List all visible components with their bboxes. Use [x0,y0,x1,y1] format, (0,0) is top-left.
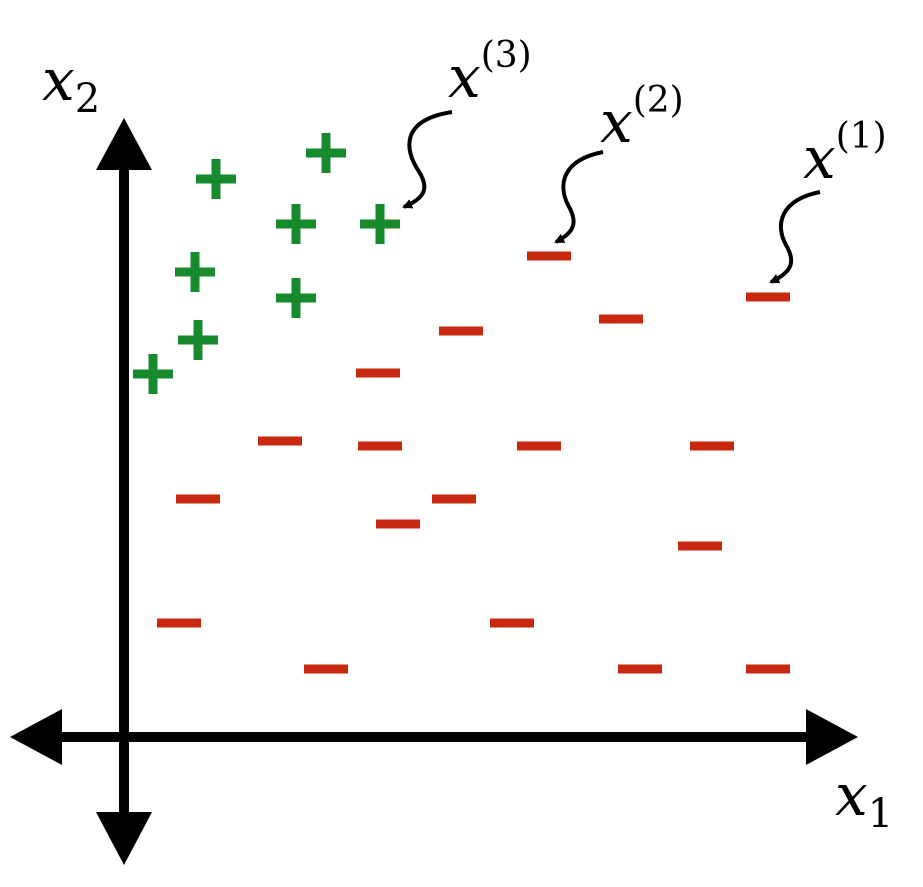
callout-x2-arrow [554,150,604,244]
negative-point [376,519,420,529]
negative-point [690,441,734,451]
positive-point [306,133,346,173]
negative-point [678,541,722,551]
callout-x2: x(2) [554,80,684,244]
positive-point [196,159,236,199]
negative-point [304,664,348,674]
negative-point [432,494,476,504]
negative-points [157,251,790,674]
axes [10,118,858,865]
y-axis-top-arrow [96,118,152,170]
positive-point [360,204,400,244]
negative-point [356,368,400,378]
negative-point [527,251,571,261]
callout-x1: x(1) [769,116,887,284]
negative-point [618,664,662,674]
negative-point [517,441,561,451]
negative-point [490,618,534,628]
positive-points [133,133,400,394]
x-axis-label: x1 [835,761,893,837]
negative-point [358,441,402,451]
negative-point [157,618,201,628]
positive-point [276,204,316,244]
callout-x1-label: x(1) [803,116,887,192]
negative-point [599,314,643,324]
callout-x3-arrow [402,110,453,209]
y-axis-label: x2 [42,46,100,122]
callout-x3: x(3) [402,35,532,209]
callout-x3-label: x(3) [448,35,532,111]
positive-point [175,252,215,292]
negative-point [746,292,790,302]
negative-point [746,664,790,674]
negative-point [439,326,483,336]
callout-x2-label: x(2) [600,80,684,156]
positive-point [133,354,173,394]
callout-x1-arrow [769,190,821,284]
negative-point [176,494,220,504]
y-axis-bottom-arrow [96,812,152,865]
x-axis-left-arrow [10,709,62,765]
positive-point [178,320,218,360]
positive-point [276,278,316,318]
x-axis-right-arrow [806,709,858,765]
negative-point [258,436,302,446]
